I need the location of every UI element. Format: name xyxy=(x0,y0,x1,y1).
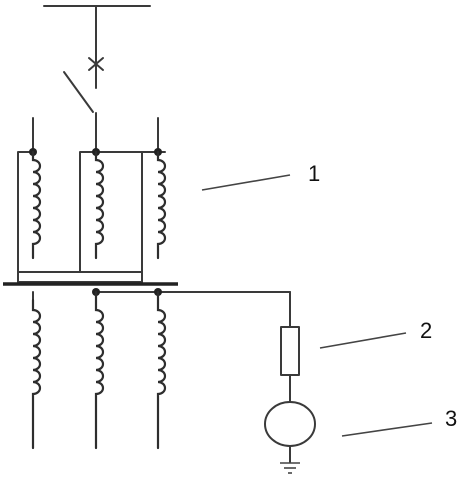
label-2: 2 xyxy=(420,318,432,343)
disconnector-x-mark xyxy=(88,57,104,71)
primary-coil-a xyxy=(31,150,42,260)
leader-line-3 xyxy=(341,422,433,437)
primary-winding-frame xyxy=(17,151,166,283)
secondary-coil-a xyxy=(31,298,42,450)
secondary-coil-b xyxy=(94,290,105,450)
label-1: 1 xyxy=(308,161,320,186)
ground-icon xyxy=(280,462,300,474)
grounding-resistor xyxy=(280,326,300,376)
secondary-coil-c xyxy=(156,290,167,450)
leader-line-1 xyxy=(201,174,291,191)
label-3: 3 xyxy=(445,406,457,431)
primary-coil-b xyxy=(94,150,105,260)
leader-line-2 xyxy=(319,332,407,349)
primary-coil-c xyxy=(156,150,167,260)
breaker-blade xyxy=(63,71,94,113)
current-transformer xyxy=(264,401,316,447)
